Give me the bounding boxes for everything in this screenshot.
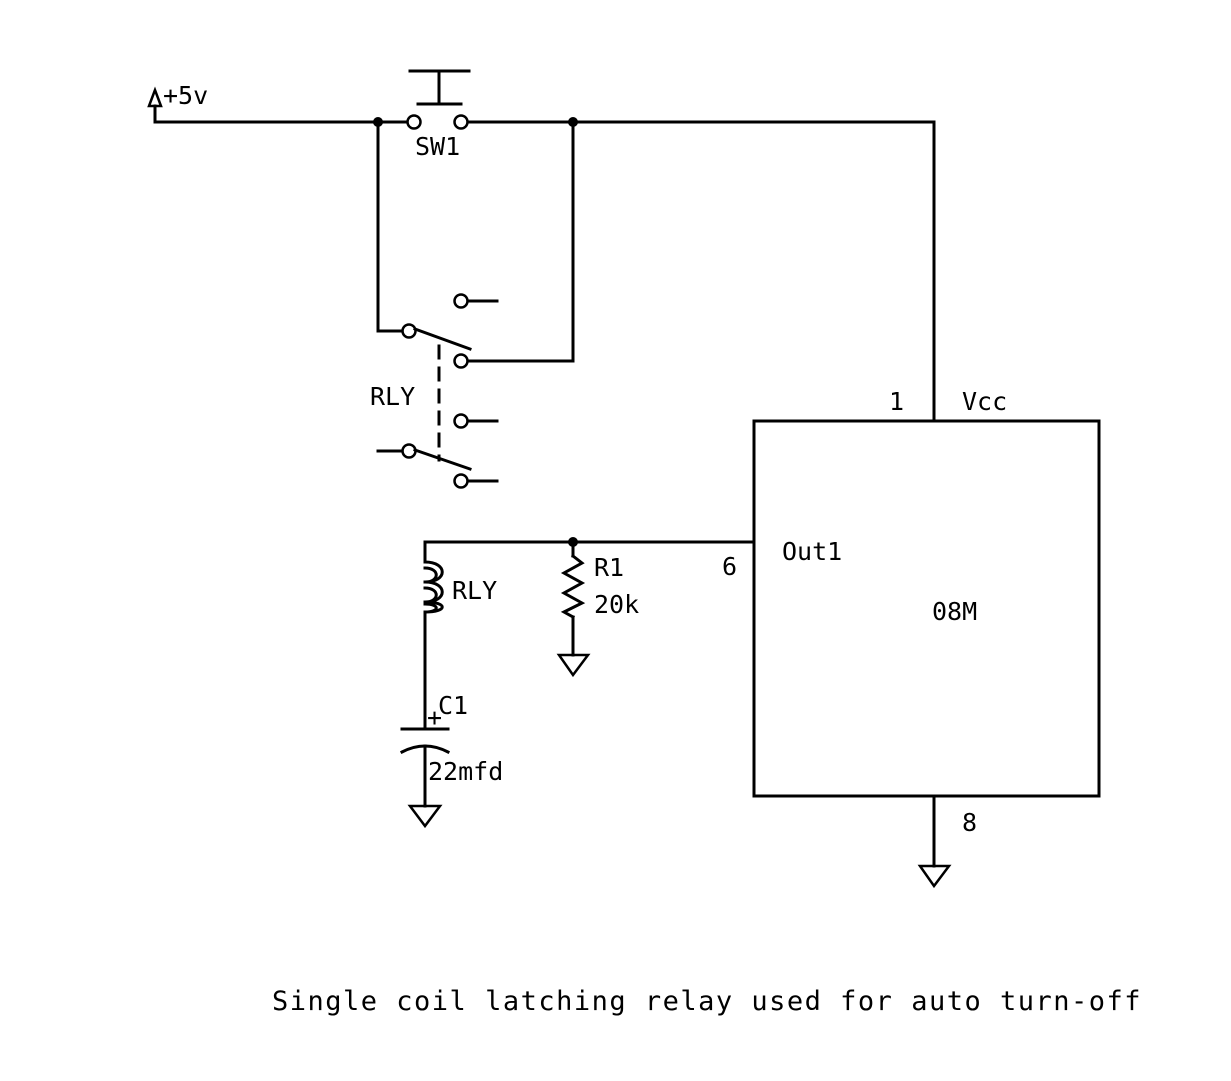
resistor-ref: R1 [594, 553, 624, 582]
capacitor-value: 22mfd [428, 757, 503, 786]
relay-contact-upper [401, 293, 499, 369]
relay-contact-label: RLY [370, 382, 415, 411]
diagram-caption: Single coil latching relay used for auto… [272, 986, 1142, 1017]
ic-pin6-number: 6 [722, 552, 737, 581]
ground-symbol-capacitor [407, 804, 443, 829]
ground-symbol-ic [917, 864, 952, 889]
ic-body [752, 419, 1101, 798]
ic-pin1-number: 1 [889, 387, 904, 416]
relay-coil-label: RLY [452, 576, 497, 605]
relay-coil [423, 560, 444, 614]
ic-pin6-name: Out1 [782, 537, 842, 566]
switch-label: SW1 [415, 132, 460, 161]
supply-symbol [147, 86, 163, 124]
capacitor-polarity: + [427, 703, 442, 732]
capacitor-ref: C1 [438, 691, 468, 720]
ic-name: 08M [932, 597, 977, 626]
resistor [560, 540, 586, 657]
supply-label: +5v [163, 81, 208, 110]
ic-pin1-name: Vcc [962, 387, 1007, 416]
pushbutton-switch [406, 69, 471, 130]
relay-contact-lower [376, 413, 499, 489]
resistor-value: 20k [594, 590, 639, 619]
capacitor [399, 727, 451, 808]
ground-symbol-resistor [556, 653, 591, 678]
ic-pin8-number: 8 [962, 808, 977, 837]
